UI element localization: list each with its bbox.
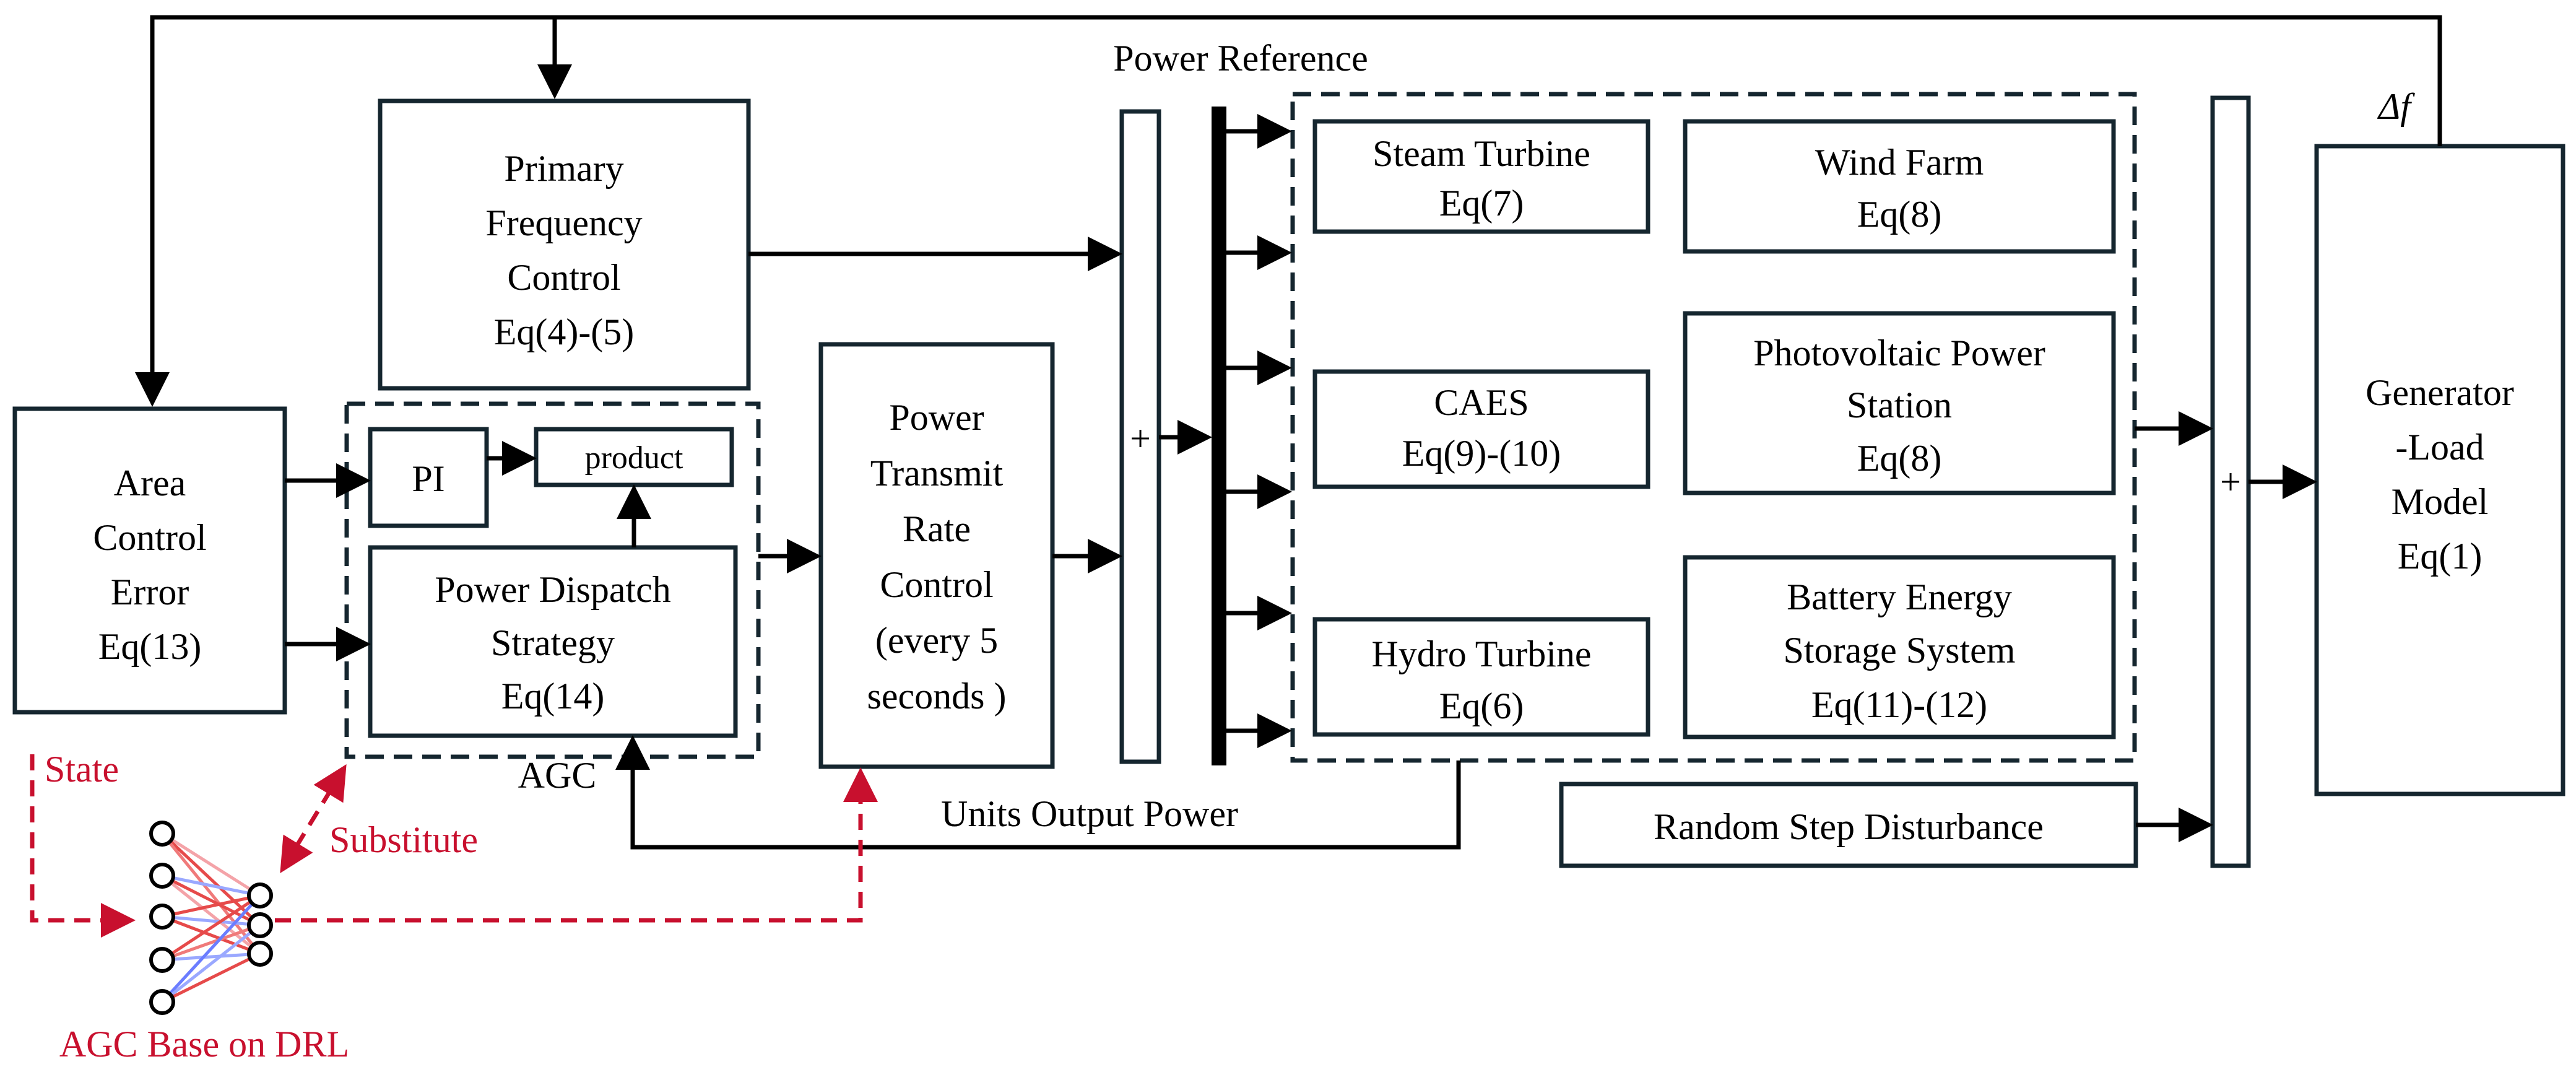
power-bus (1212, 107, 1226, 765)
pfc-label-2: Frequency (485, 203, 642, 243)
delta-f-label: Δf (2377, 86, 2415, 127)
units-output-power-label: Units Output Power (941, 793, 1238, 834)
steam-label-2: Eq(7) (1439, 183, 1524, 224)
product-label: product (585, 440, 683, 476)
random-step-disturbance-block: Random Step Disturbance (1559, 782, 2138, 868)
glm-label-4: Eq(1) (2398, 536, 2483, 577)
pfc-label-3: Control (507, 257, 620, 298)
pv-label-3: Eq(8) (1857, 438, 1942, 479)
caes-label-1: CAES (1434, 382, 1529, 423)
delta-f-feedback-line (135, 15, 2442, 407)
pv-label-2: Station (1847, 385, 1952, 425)
wind-label-2: Eq(8) (1857, 194, 1942, 235)
glm-label-1: Generator (2366, 372, 2514, 413)
sum-1-plus: + (1130, 418, 1151, 459)
ptrc-label-4: Control (880, 564, 993, 605)
substitute-label: Substitute (329, 819, 478, 860)
neural-network-icon (149, 821, 273, 1015)
agc-dashed-boundary (344, 401, 761, 759)
ace-label-3: Error (111, 572, 189, 612)
pds-label-2: Strategy (491, 622, 615, 663)
pds-label-1: Power Dispatch (435, 569, 671, 610)
ptrc-label-5: (every 5 (875, 620, 998, 661)
pv-label-1: Photovoltaic Power (1753, 333, 2045, 373)
drl-to-ptrc-arrow (275, 767, 878, 923)
ptrc-label-1: Power (889, 397, 984, 438)
state-label: State (45, 749, 119, 790)
pfc-label-4: Eq(4)-(5) (494, 312, 635, 352)
glm-label-2: -Load (2395, 427, 2484, 468)
ace-label-1: Area (114, 463, 186, 503)
random-label: Random Step Disturbance (1654, 806, 2044, 847)
sum-bar-2 (2210, 95, 2251, 868)
hydro-label-1: Hydro Turbine (1371, 634, 1591, 674)
caes-label-2: Eq(9)-(10) (1402, 433, 1561, 474)
agc-label: AGC (518, 755, 597, 796)
caes-block: CAES Eq(9)-(10) (1312, 369, 1650, 489)
pds-label-3: Eq(14) (501, 676, 605, 717)
pi-block: PI (368, 427, 489, 528)
steam-label-1: Steam Turbine (1373, 133, 1590, 174)
bess-label-2: Storage System (1784, 630, 2016, 671)
hydro-label-2: Eq(6) (1439, 686, 1524, 726)
wind-label-1: Wind Farm (1815, 142, 1984, 183)
substitute-arrow (280, 764, 347, 873)
bus-fanout-arrows (1226, 114, 1292, 748)
sum-2-plus: + (2220, 461, 2241, 502)
state-arrow (30, 754, 136, 938)
ace-label-4: Eq(13) (98, 626, 202, 667)
ptrc-label-2: Transmit (870, 453, 1004, 494)
pfc-label-1: Primary (504, 148, 623, 189)
product-block: product (534, 427, 734, 487)
bess-label-1: Battery Energy (1787, 577, 2012, 617)
bess-label-3: Eq(11)-(12) (1811, 684, 1987, 725)
power-reference-title: Power Reference (1113, 38, 1368, 79)
ace-label-2: Control (93, 517, 206, 558)
ptrc-label-3: Rate (903, 508, 971, 549)
glm-label-3: Model (2392, 481, 2489, 522)
units-output-feedback-line (615, 735, 1461, 850)
ptrc-label-6: seconds ) (867, 676, 1007, 717)
drl-label: AGC Base on DRL (59, 1024, 349, 1065)
pi-label: PI (412, 458, 445, 499)
